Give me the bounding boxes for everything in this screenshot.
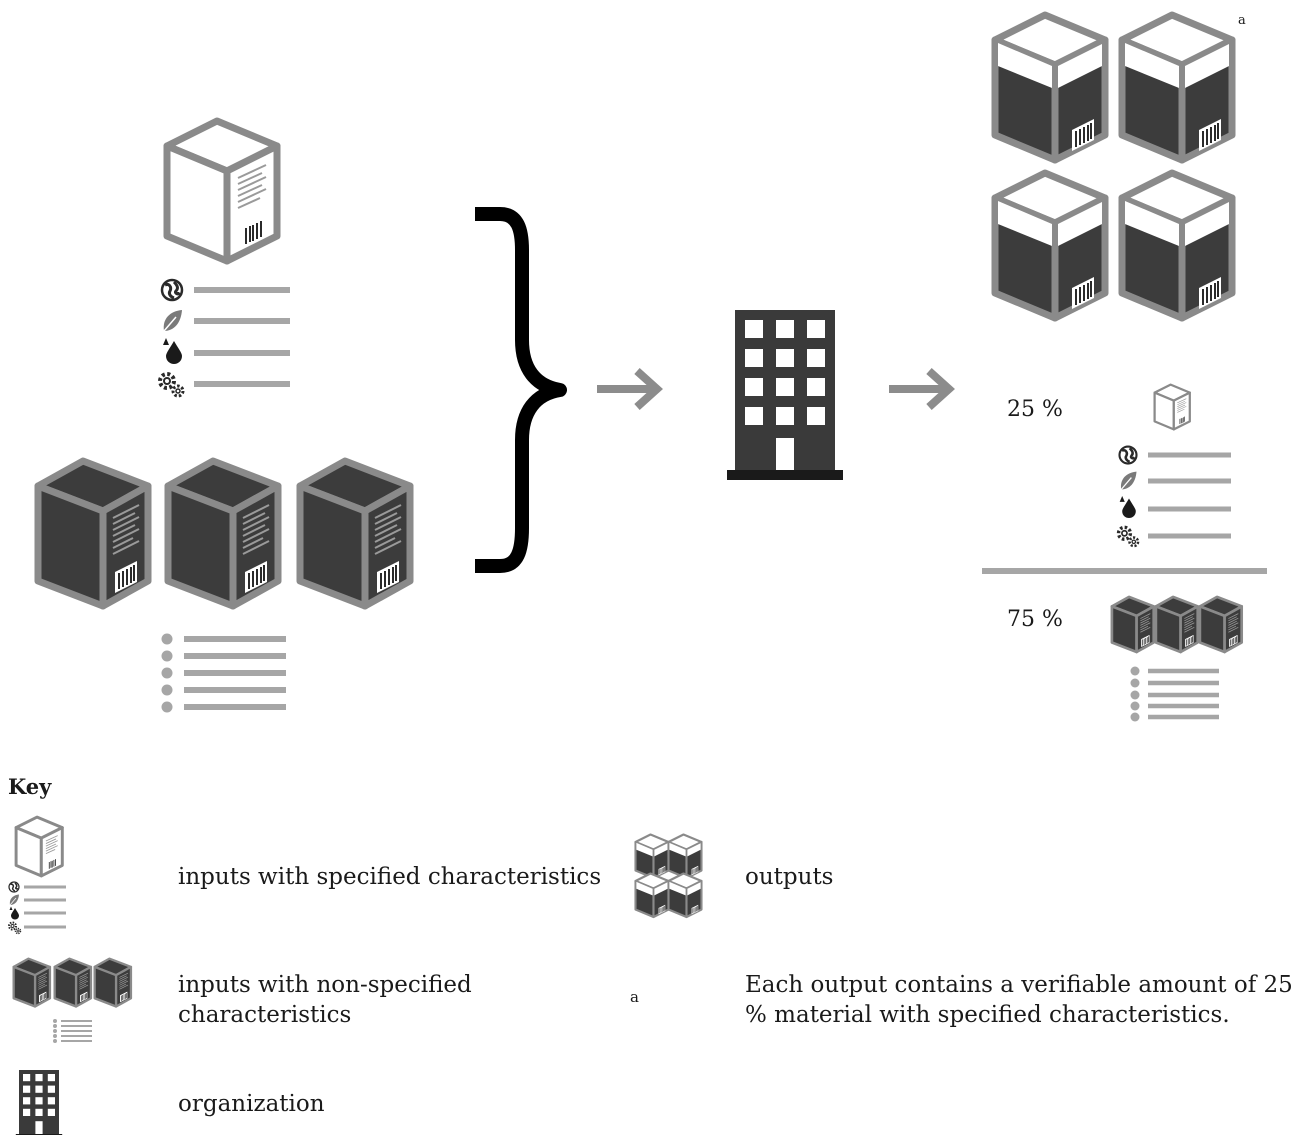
specified-input-group (158, 121, 290, 398)
non-specified-share-label: 75 % (1007, 607, 1063, 632)
specified-input-box-icon (167, 121, 277, 261)
key-output-box-icon (667, 833, 703, 880)
key-label-outputs: outputs (745, 864, 834, 890)
water-drop-icon (1119, 495, 1136, 519)
key-leaf-icon (9, 894, 20, 906)
water-drop-icon (163, 338, 182, 364)
output-box-icon (1122, 15, 1232, 160)
environment-leaf-icon (162, 309, 183, 332)
key-label-organization: organization (178, 1091, 325, 1117)
output-composition (982, 383, 1267, 722)
outputs-group (995, 15, 1232, 318)
key-dark-box-icon (53, 957, 93, 1008)
combine-brace (475, 207, 567, 573)
arrow-right-icon (889, 371, 949, 407)
key-output-box-icon (634, 833, 670, 880)
non-specified-share-box-icon (1110, 595, 1156, 654)
key-label-non-specified-inputs: inputs with non-specified characteristic… (178, 972, 472, 1028)
key-label-footnote: Each output contains a verifiable amount… (745, 972, 1293, 1028)
footnote-marker: a (1238, 13, 1246, 28)
origin-globe-icon (160, 278, 184, 302)
key-dark-box-icon (93, 957, 133, 1008)
environment-leaf-icon (1120, 471, 1138, 491)
characteristics-lines (194, 287, 290, 387)
key-output-box-icon (634, 872, 670, 919)
arrow-right-icon (597, 371, 657, 407)
key-title: Key (8, 774, 52, 799)
origin-globe-icon (1118, 445, 1138, 465)
production-gears-icon (1116, 525, 1140, 548)
key-drop-icon (9, 906, 19, 920)
output-box-icon (1122, 173, 1232, 318)
non-specified-box-icon (300, 461, 410, 606)
bullet-list-icon (161, 633, 286, 713)
non-specified-share-box-icon (1198, 595, 1244, 654)
key-specified-box-icon (14, 815, 64, 878)
specified-share-box-icon (1153, 383, 1191, 431)
key-dark-box-icon (12, 957, 52, 1008)
production-gears-icon (158, 372, 185, 398)
organization-building-icon (727, 310, 843, 480)
key-building-icon (15, 1070, 63, 1135)
key-output-box-icon (667, 872, 703, 919)
output-box-icon (995, 173, 1105, 318)
output-box-icon (995, 15, 1105, 160)
non-specified-box-icon (168, 461, 278, 606)
key-icons (8, 815, 703, 1135)
key-globe-icon (8, 881, 20, 893)
non-specified-input-group (38, 461, 410, 713)
key-label-specified-inputs: inputs with specified characteristics (178, 864, 602, 890)
key-footnote-marker: a (630, 988, 639, 1006)
non-specified-box-icon (38, 461, 148, 606)
specified-share-label: 25 % (1007, 397, 1063, 422)
non-specified-share-box-icon (1154, 595, 1200, 654)
key-gears-icon (8, 921, 22, 935)
